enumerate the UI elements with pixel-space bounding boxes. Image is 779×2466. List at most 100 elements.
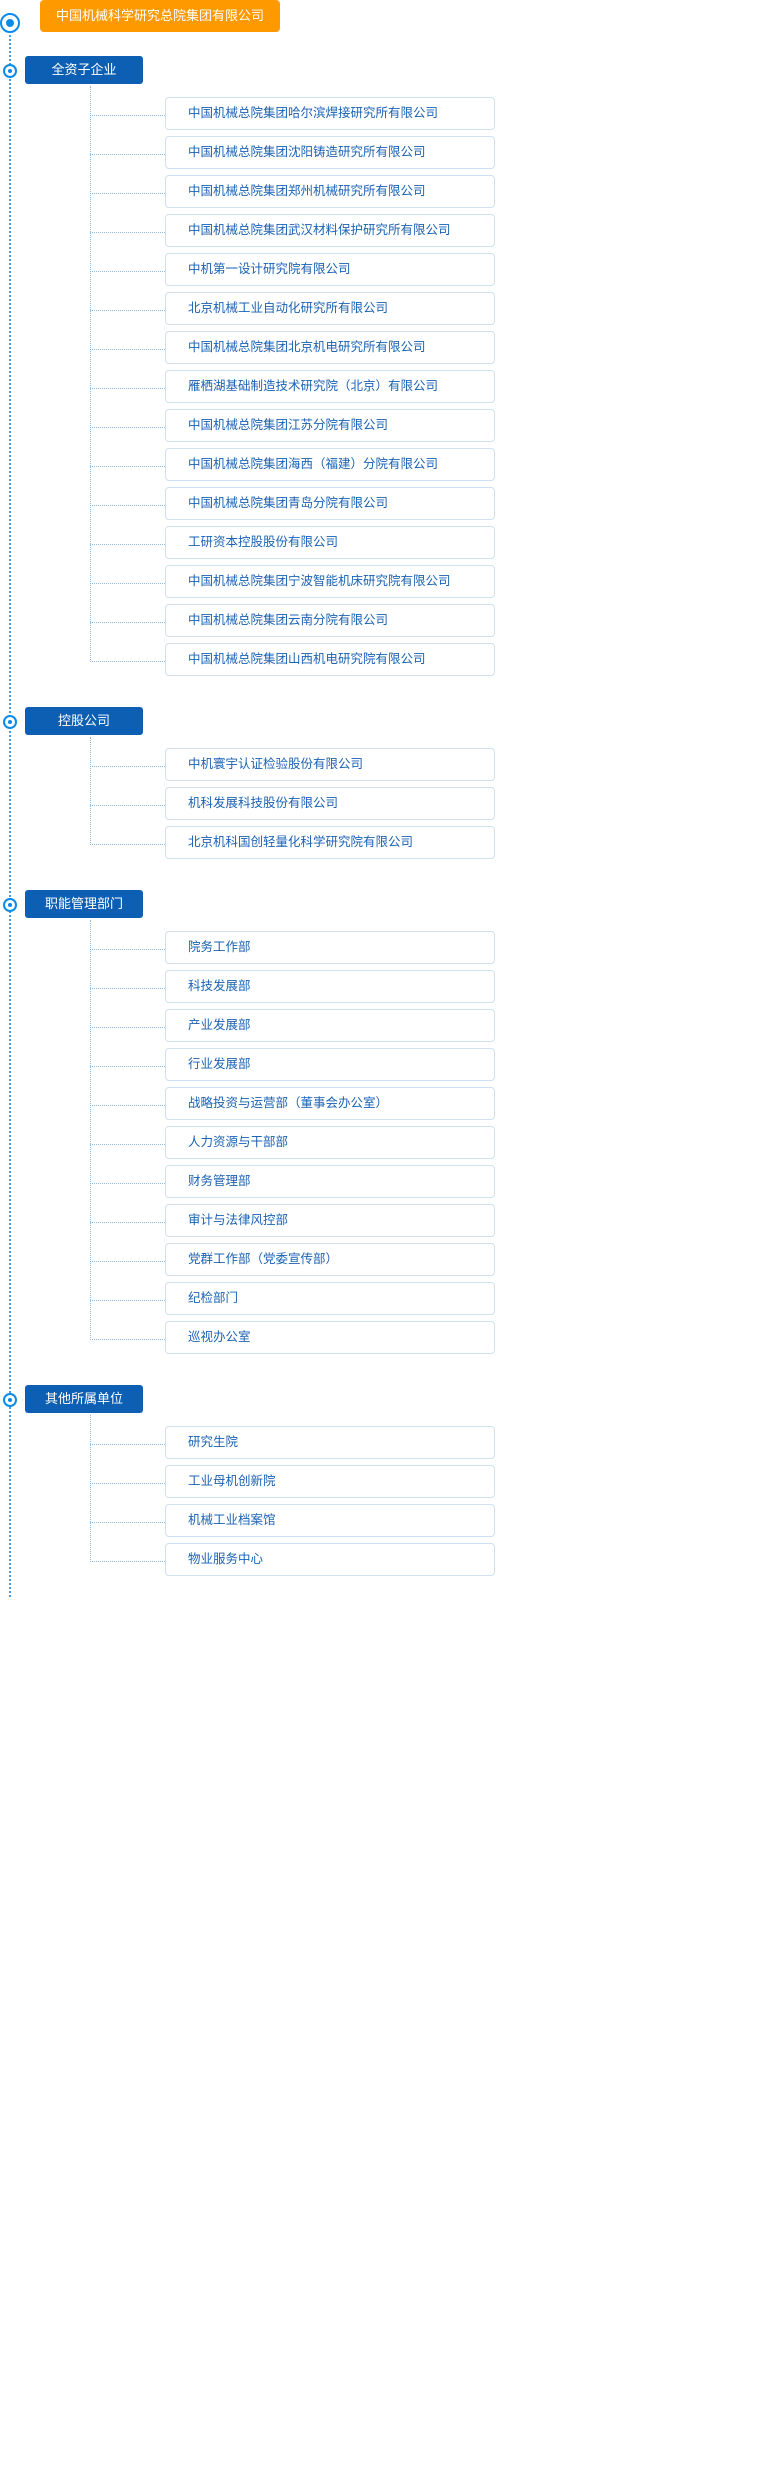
- org-item-label[interactable]: 机械工业档案馆: [165, 1504, 495, 1537]
- org-item-label[interactable]: 工业母机创新院: [165, 1465, 495, 1498]
- org-group: 职能管理部门院务工作部科技发展部产业发展部行业发展部战略投资与运营部（董事会办公…: [0, 882, 779, 1377]
- org-item-row: 中国机械总院集团北京机电研究所有限公司: [90, 330, 779, 369]
- org-item-label[interactable]: 院务工作部: [165, 931, 495, 964]
- item-connector-line: [90, 949, 165, 950]
- org-group: 其他所属单位研究生院工业母机创新院机械工业档案馆物业服务中心: [0, 1377, 779, 1599]
- org-item-label[interactable]: 中机寰宇认证检验股份有限公司: [165, 748, 495, 781]
- item-connector-line: [90, 622, 165, 623]
- org-item-label[interactable]: 研究生院: [165, 1426, 495, 1459]
- category-node-marker-icon: [3, 64, 17, 78]
- item-connector-line: [90, 844, 165, 845]
- group-spacer: [0, 864, 779, 882]
- category-items: 研究生院工业母机创新院机械工业档案馆物业服务中心: [0, 1415, 779, 1581]
- org-item-row: 中国机械总院集团山西机电研究院有限公司: [90, 642, 779, 681]
- category-label[interactable]: 全资子企业: [25, 56, 143, 84]
- org-item-label[interactable]: 中国机械总院集团青岛分院有限公司: [165, 487, 495, 520]
- category-row: 职能管理部门: [0, 882, 779, 930]
- category-label[interactable]: 其他所属单位: [25, 1385, 143, 1413]
- org-item-row: 北京机科国创轻量化科学研究院有限公司: [90, 825, 779, 864]
- org-item-label[interactable]: 雁栖湖基础制造技术研究院（北京）有限公司: [165, 370, 495, 403]
- org-item-label[interactable]: 人力资源与干部部: [165, 1126, 495, 1159]
- org-item-label[interactable]: 北京机械工业自动化研究所有限公司: [165, 292, 495, 325]
- org-item-label[interactable]: 中国机械总院集团武汉材料保护研究所有限公司: [165, 214, 495, 247]
- org-chart: 中国机械科学研究总院集团有限公司 全资子企业中国机械总院集团哈尔滨焊接研究所有限…: [0, 0, 779, 1599]
- item-connector-line: [90, 349, 165, 350]
- org-item-label[interactable]: 产业发展部: [165, 1009, 495, 1042]
- org-item-label[interactable]: 巡视办公室: [165, 1321, 495, 1354]
- org-item-label[interactable]: 中国机械总院集团沈阳铸造研究所有限公司: [165, 136, 495, 169]
- org-item-row: 中国机械总院集团云南分院有限公司: [90, 603, 779, 642]
- org-item-label[interactable]: 中国机械总院集团郑州机械研究所有限公司: [165, 175, 495, 208]
- org-group: 全资子企业中国机械总院集团哈尔滨焊接研究所有限公司中国机械总院集团沈阳铸造研究所…: [0, 48, 779, 699]
- org-item-label[interactable]: 中国机械总院集团哈尔滨焊接研究所有限公司: [165, 97, 495, 130]
- org-item-label[interactable]: 行业发展部: [165, 1048, 495, 1081]
- item-connector-line: [90, 988, 165, 989]
- org-item-label[interactable]: 纪检部门: [165, 1282, 495, 1315]
- org-item-label[interactable]: 物业服务中心: [165, 1543, 495, 1576]
- item-connector-line: [90, 1027, 165, 1028]
- org-item-row: 科技发展部: [90, 969, 779, 1008]
- tree-spine-line: [9, 22, 11, 1597]
- org-item-row: 机科发展科技股份有限公司: [90, 786, 779, 825]
- root-node-marker-icon: [0, 13, 20, 33]
- category-row: 控股公司: [0, 699, 779, 747]
- org-item-label[interactable]: 中国机械总院集团山西机电研究院有限公司: [165, 643, 495, 676]
- org-item-label[interactable]: 中国机械总院集团海西（福建）分院有限公司: [165, 448, 495, 481]
- item-connector-line: [90, 466, 165, 467]
- item-connector-line: [90, 154, 165, 155]
- category-items: 院务工作部科技发展部产业发展部行业发展部战略投资与运营部（董事会办公室） 人力资源…: [0, 920, 779, 1359]
- org-item-row: 中机寰宇认证检验股份有限公司: [90, 747, 779, 786]
- item-connector-line: [90, 544, 165, 545]
- org-item-label[interactable]: 党群工作部（党委宣传部）: [165, 1243, 495, 1276]
- category-label[interactable]: 职能管理部门: [25, 890, 143, 918]
- org-item-row: 工研资本控股股份有限公司: [90, 525, 779, 564]
- item-connector-line: [90, 1522, 165, 1523]
- item-connector-line: [90, 115, 165, 116]
- branch-connector-line: [90, 86, 91, 662]
- item-connector-line: [90, 583, 165, 584]
- org-item-label[interactable]: 中国机械总院集团云南分院有限公司: [165, 604, 495, 637]
- category-label[interactable]: 控股公司: [25, 707, 143, 735]
- groups-container: 全资子企业中国机械总院集团哈尔滨焊接研究所有限公司中国机械总院集团沈阳铸造研究所…: [0, 48, 779, 1599]
- item-connector-line: [90, 1066, 165, 1067]
- category-node-marker-icon: [3, 1393, 17, 1407]
- org-item-label[interactable]: 战略投资与运营部（董事会办公室）: [165, 1087, 495, 1120]
- item-connector-line: [90, 1561, 165, 1562]
- category-node-marker-icon: [3, 898, 17, 912]
- root-node-label[interactable]: 中国机械科学研究总院集团有限公司: [40, 0, 281, 32]
- item-connector-line: [90, 1444, 165, 1445]
- org-item-label[interactable]: 审计与法律风控部: [165, 1204, 495, 1237]
- org-item-row: 审计与法律风控部: [90, 1203, 779, 1242]
- branch-connector-line: [90, 920, 91, 1340]
- item-connector-line: [90, 1144, 165, 1145]
- item-connector-line: [90, 805, 165, 806]
- item-connector-line: [90, 427, 165, 428]
- org-item-label[interactable]: 工研资本控股股份有限公司: [165, 526, 495, 559]
- org-item-label[interactable]: 中国机械总院集团北京机电研究所有限公司: [165, 331, 495, 364]
- item-connector-line: [90, 271, 165, 272]
- org-item-row: 巡视办公室: [90, 1320, 779, 1359]
- item-connector-line: [90, 1339, 165, 1340]
- org-item-row: 财务管理部: [90, 1164, 779, 1203]
- org-item-label[interactable]: 中国机械总院集团江苏分院有限公司: [165, 409, 495, 442]
- branch-connector-line: [90, 737, 91, 845]
- org-item-label[interactable]: 机科发展科技股份有限公司: [165, 787, 495, 820]
- org-item-row: 工业母机创新院: [90, 1464, 779, 1503]
- org-item-label[interactable]: 科技发展部: [165, 970, 495, 1003]
- org-item-row: 中国机械总院集团海西（福建）分院有限公司: [90, 447, 779, 486]
- branch-connector-line: [90, 1415, 91, 1562]
- org-item-label[interactable]: 财务管理部: [165, 1165, 495, 1198]
- item-connector-line: [90, 1222, 165, 1223]
- category-items: 中国机械总院集团哈尔滨焊接研究所有限公司中国机械总院集团沈阳铸造研究所有限公司中…: [0, 86, 779, 681]
- org-item-row: 中国机械总院集团郑州机械研究所有限公司: [90, 174, 779, 213]
- item-connector-line: [90, 1261, 165, 1262]
- org-item-label[interactable]: 中国机械总院集团宁波智能机床研究院有限公司: [165, 565, 495, 598]
- root-node-row: 中国机械科学研究总院集团有限公司: [0, 0, 779, 48]
- group-spacer: [0, 1359, 779, 1377]
- org-item-row: 党群工作部（党委宣传部）: [90, 1242, 779, 1281]
- item-connector-line: [90, 1300, 165, 1301]
- org-item-row: 雁栖湖基础制造技术研究院（北京）有限公司: [90, 369, 779, 408]
- item-connector-line: [90, 661, 165, 662]
- org-item-label[interactable]: 北京机科国创轻量化科学研究院有限公司: [165, 826, 495, 859]
- org-item-label[interactable]: 中机第一设计研究院有限公司: [165, 253, 495, 286]
